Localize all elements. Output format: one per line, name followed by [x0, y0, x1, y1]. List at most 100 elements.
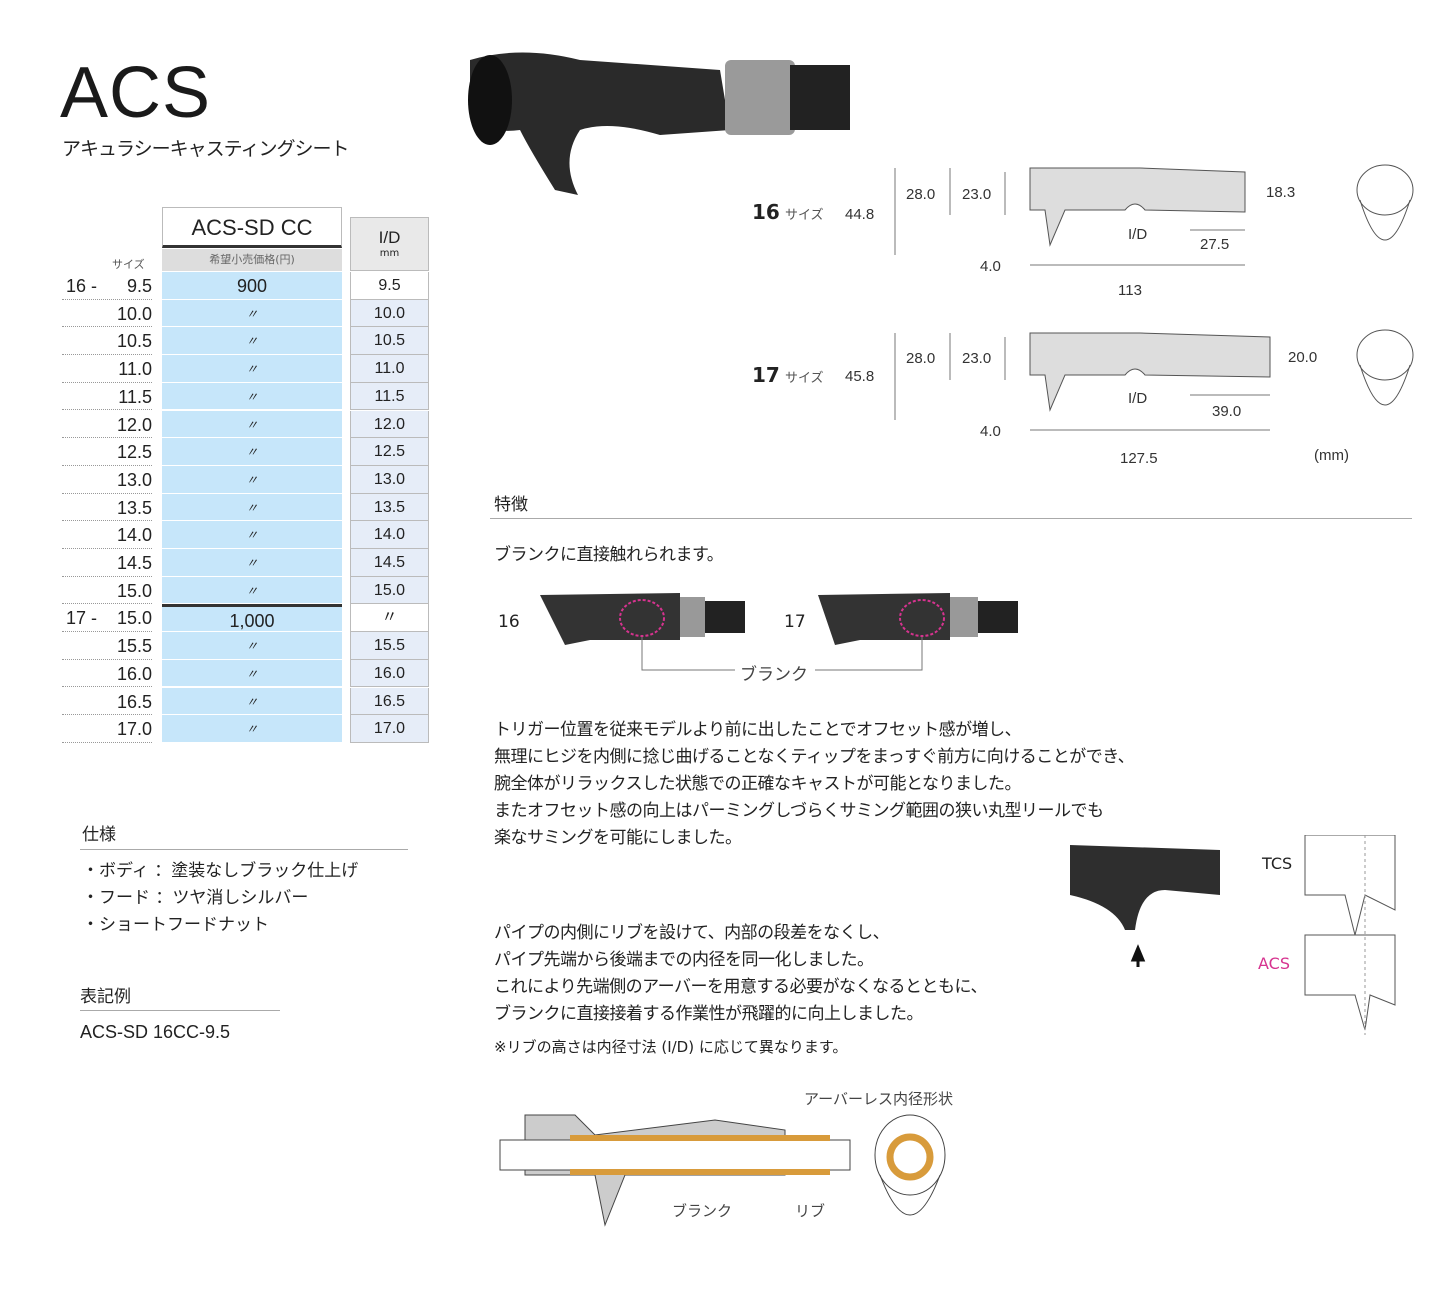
unit-label: (mm) — [1314, 447, 1349, 464]
size-cell: 12.0 — [62, 411, 152, 439]
example-heading: 表記例 — [80, 987, 131, 1007]
price-cell: 〃 — [162, 715, 342, 743]
table-row: 16.5 〃 16.5 — [62, 687, 432, 716]
dim-tail: 20.0 — [1288, 349, 1318, 366]
dim-len2: 39.0 — [1212, 403, 1242, 420]
price-cell: 〃 — [162, 327, 342, 356]
size-cell: 12.5 — [62, 438, 152, 466]
size-value: 13.5 — [116, 497, 152, 518]
arborless-label: アーバーレス内径形状 — [804, 1090, 953, 1108]
price-cell: 〃 — [162, 382, 342, 411]
price-cell: 〃 — [162, 465, 342, 494]
dim-tail: 18.3 — [1266, 184, 1296, 201]
page-subtitle: アキュラシーキャスティングシート — [62, 138, 349, 160]
size-cell: 16.5 — [62, 688, 152, 716]
size-value: 9.5 — [126, 276, 152, 296]
size-number: 16 — [752, 200, 780, 224]
size-value: 16.5 — [116, 691, 152, 712]
tcs-label: TCS — [1262, 854, 1293, 873]
table-row: 15.0〃15.0 — [62, 576, 432, 605]
size-cell: 10.5 — [62, 327, 152, 356]
acs-label: ACS — [1258, 954, 1290, 973]
price-cell: 〃 — [162, 493, 342, 522]
dim-off: 4.0 — [980, 258, 1001, 275]
size-number: 17 — [752, 363, 780, 387]
size-prefix: 17 - — [66, 608, 98, 629]
feature-text-1: ブランクに直接触れられます。 — [494, 545, 724, 565]
trigger-comparison-image — [1070, 835, 1396, 1035]
dim-b: 23.0 — [962, 186, 992, 203]
size-prefix: 16 - — [66, 276, 98, 296]
table-row: 10.5 〃 10.5 — [62, 327, 432, 356]
id-cell: 17.0 — [350, 715, 429, 743]
price-cell: 〃 — [162, 549, 342, 577]
size-value: 15.0 — [116, 608, 152, 629]
blank-label-2: ブランク — [672, 1202, 733, 1220]
size-cell: 17 - 15.0 — [62, 604, 152, 633]
price-cell: 〃 — [162, 576, 342, 605]
table-row: 10.0〃10.0 — [62, 299, 432, 328]
table-row: 16.0〃16.0 — [62, 659, 432, 688]
text-line: ブランクに直接接着する作業性が飛躍的に向上しました。 — [494, 1004, 923, 1024]
text-line: パイプ先端から後端までの内径を同一化しました。 — [494, 950, 874, 970]
price-cell: 〃 — [162, 521, 342, 549]
spec-item: ・ボディ ：塗装なしブラック仕上げ — [82, 861, 359, 881]
id-cell: 12.0 — [350, 410, 429, 439]
dim-len2: 27.5 — [1200, 236, 1230, 253]
id-cell: 16.0 — [350, 659, 429, 688]
size-value: 12.0 — [116, 414, 152, 435]
size-value: 14.0 — [116, 525, 152, 546]
id-cell: 10.5 — [350, 327, 429, 356]
rib-label: リブ — [795, 1202, 826, 1220]
id-cell: 13.5 — [350, 493, 429, 522]
table-row: 11.5〃11.5 — [62, 382, 432, 411]
size-value: 15.5 — [116, 636, 152, 657]
id-cell: 9.5 — [350, 272, 429, 300]
size-cell: 17.0 — [62, 715, 152, 743]
price-cell: 〃 — [162, 632, 342, 660]
id-cell: 11.0 — [350, 355, 429, 383]
price-cell: 〃 — [162, 355, 342, 383]
id-cell: 〃 — [350, 604, 429, 633]
price-cell: 〃 — [162, 438, 342, 466]
id-cell: 16.5 — [350, 687, 429, 716]
size-value: 16.0 — [116, 663, 152, 684]
rib-note: ※リブの高さは内径寸法 (I/D) に応じて異なります。 — [494, 1038, 848, 1056]
text-line: トリガー位置を従来モデルより前に出したことでオフセット感が増し、 — [494, 720, 1022, 740]
dim-id: I/D — [1128, 226, 1148, 243]
text-line: 無理にヒジを内側に捻じ曲げることなくティップをまっすぐ前方に向けることができ、 — [494, 747, 1135, 767]
size-value: 11.0 — [118, 359, 152, 380]
size-cell: 11.0 — [62, 355, 152, 383]
table-row: 15.5〃15.5 — [62, 632, 432, 660]
size-suffix: サイズ — [784, 208, 824, 223]
dim-a: 28.0 — [906, 186, 936, 203]
page-title: ACS — [60, 53, 212, 133]
specs-list: ・ボディ ：塗装なしブラック仕上げ ・フード ：ツヤ消しシルバー ・ショートフー… — [82, 858, 358, 939]
feature-text-3: パイプの内側にリブを設けて、内部の段差をなくし、 パイプ先端から後端までの内径を… — [494, 920, 987, 1028]
size-cell: 13.5 — [62, 494, 152, 522]
table-row: 14.0 〃 14.0 — [62, 521, 432, 549]
id-cell: 15.0 — [350, 576, 429, 605]
size-value: 13.0 — [116, 469, 152, 490]
table-row: 13.0〃13.0 — [62, 465, 432, 494]
id-cell: 12.5 — [350, 438, 429, 466]
size-suffix: サイズ — [784, 371, 824, 386]
size-value: 10.5 — [116, 331, 152, 352]
dim-height: 45.8 — [845, 368, 875, 385]
price-cell: 900 — [162, 272, 342, 300]
price-cell: 〃 — [162, 299, 342, 328]
text-line: 腕全体がリラックスした状態での正確なキャストが可能となりました。 — [494, 774, 1021, 794]
id-cell: 14.0 — [350, 521, 429, 549]
label-17: 17 — [784, 612, 806, 632]
dim-a: 28.0 — [906, 350, 936, 367]
seat-drawing-17 — [894, 329, 1414, 431]
spec-item: ・フード ：ツヤ消しシルバー — [82, 888, 309, 908]
table-row: 16 - 9.5 900 9.5 — [62, 272, 432, 300]
price-cell: 〃 — [162, 687, 342, 716]
text-line: 楽なサミングを可能にしました。 — [494, 828, 742, 848]
table-row: 17.0 〃 17.0 — [62, 715, 432, 743]
size-value: 11.5 — [118, 386, 152, 407]
text-line: またオフセット感の向上はパーミングしづらくサミング範囲の狭い丸型リールでも — [494, 801, 1104, 821]
